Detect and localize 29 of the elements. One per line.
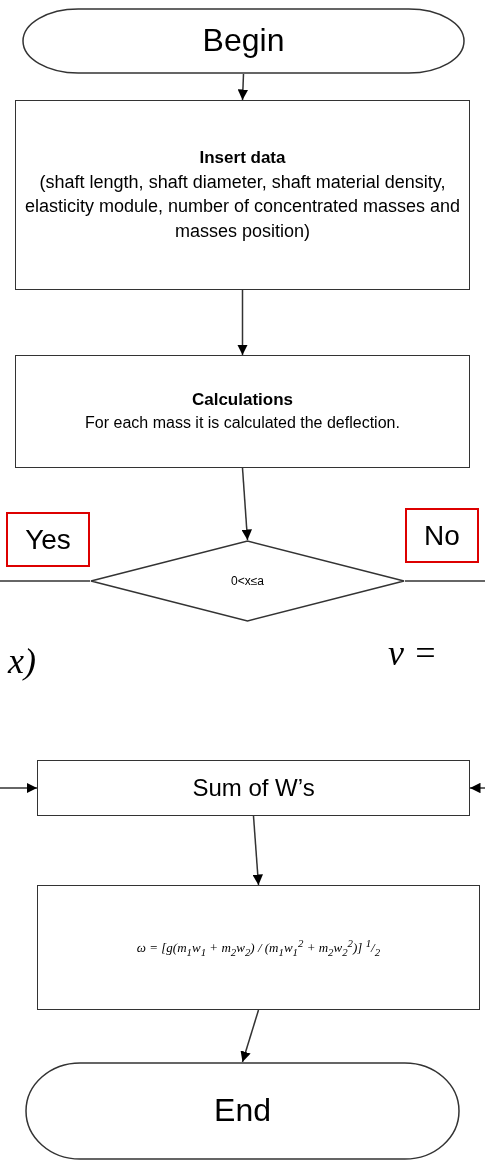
process-box [15,100,470,290]
decision-diamond [90,540,405,622]
arrow [241,467,252,541]
process-box [15,355,470,468]
arrow [237,289,248,356]
connector-line [404,580,485,582]
step-heading: Insert data [198,147,287,170]
arrow [237,73,249,101]
step-description: (shaft length, shaft diameter, shaft material density, elasticity module, number of concentrated masses and masses position) [23,171,462,243]
arrow [469,782,485,794]
arrow [240,1009,260,1063]
answer-label: Yes [24,522,72,557]
step-label: End [213,1091,272,1131]
step-heading: Calculations [190,389,295,412]
connector-line [0,580,91,582]
answer-label: No [423,518,461,553]
formula-fragment: x) [8,640,36,682]
step-label: Sum of W’s [191,772,316,803]
process-box [37,885,480,1010]
formula-fragment: v = [388,632,438,674]
arrow [0,782,38,794]
step-label: ω = [g(m$_{1}$w$_{1}$ + m$_{2}$w$_{2}$) / (m$_{1}$w$_{1}$$^{2}$ + m$_{2}$w$_{2}$$^{2}$)] $^{1}$/$_{2}$ [135,935,382,960]
arrow [252,815,263,886]
condition-text: 0<x≤a [230,572,265,590]
answer-tag [405,508,479,563]
step-label: Begin [201,21,286,61]
answer-tag [6,512,90,567]
step-description: For each mass it is calculated the deflection. [84,413,401,434]
process-box [37,760,470,816]
